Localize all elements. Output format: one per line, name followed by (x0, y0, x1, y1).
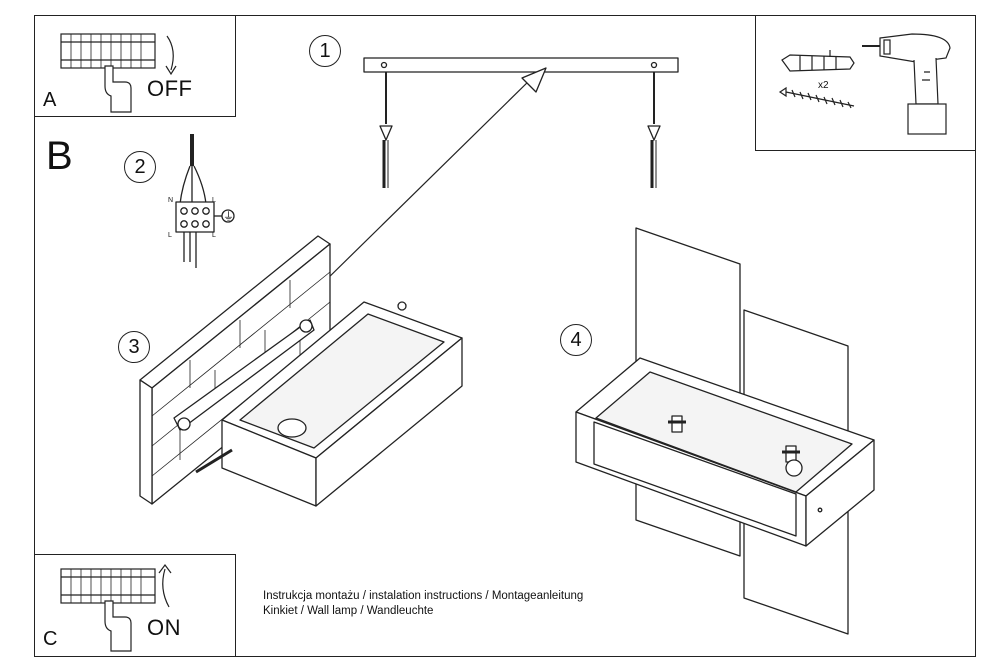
step-1-marker: 1 (309, 35, 341, 67)
step-2-marker: 2 (124, 151, 156, 183)
instruction-sheet-frame (34, 15, 976, 657)
panel-c-power-on: C ON (34, 554, 236, 657)
power-off-label: OFF (147, 76, 193, 101)
ground-icon: ⏚ (223, 211, 234, 223)
panel-a-letter: A (43, 89, 57, 111)
circuit-breaker-off-illustration (60, 33, 177, 113)
panel-c-letter: C (43, 628, 58, 650)
quantity-label: x2 (818, 80, 829, 91)
power-on-label: ON (147, 615, 181, 640)
panel-a-power-off: A OFF (34, 15, 236, 117)
instructions-caption: Instrukcja montażu / instalation instruc… (263, 589, 583, 619)
circuit-breaker-on-illustration (60, 564, 172, 652)
step-3-marker: 3 (118, 331, 150, 363)
caption-line-2: Kinkiet / Wall lamp / Wandleuchte (263, 605, 434, 617)
terminal-label-n-top: N (168, 197, 174, 204)
terminal-label-l-top: L (212, 197, 216, 204)
terminal-label-l-bottom-right: L (212, 232, 216, 239)
caption-line-1: Instrukcja montażu / instalation instruc… (263, 590, 584, 602)
panel-b-letter: B (46, 134, 73, 178)
step-4-marker: 4 (560, 324, 592, 356)
tools-panel (755, 15, 976, 151)
terminal-label-l-bottom-left: L (168, 232, 172, 239)
